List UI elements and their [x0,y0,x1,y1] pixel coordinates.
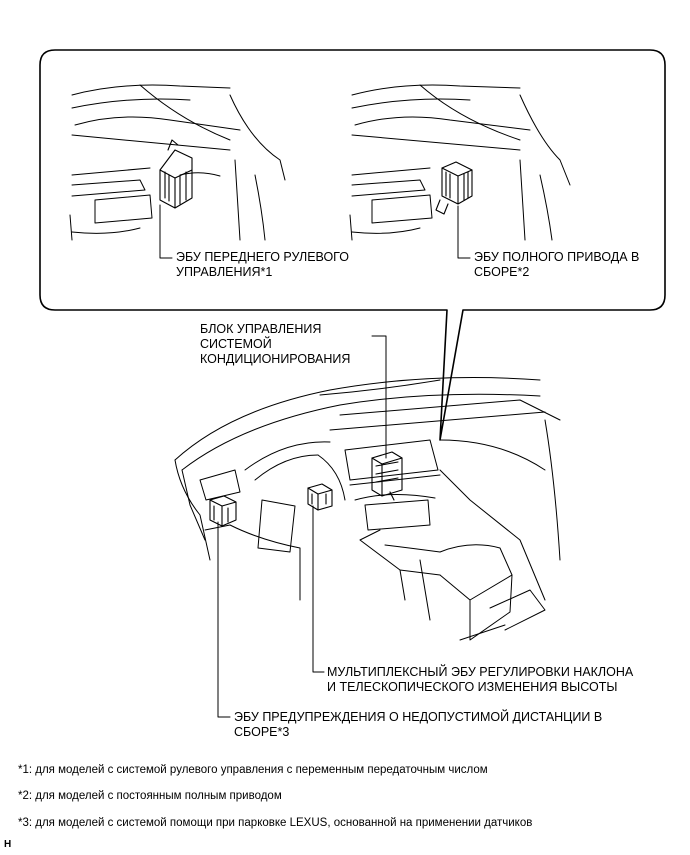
label-front-steering-ecu: ЭБУ ПЕРЕДНЕГО РУЛЕВОГО УПРАВЛЕНИЯ*1 [176,250,349,279]
label-awd-ecu: ЭБУ ПОЛНОГО ПРИВОДА В СБОРЕ*2 [474,250,640,279]
tilt-telescopic-ecu-leader [312,505,325,673]
callout-frame [39,49,666,441]
corner-mark: H [4,839,12,850]
clearance-warning-ecu-drawing [209,495,237,527]
main-dashboard [174,377,561,641]
front-steering-ecu-leader [159,204,173,259]
inset-left-dash [69,84,286,241]
label-clearance-warning-ecu: ЭБУ ПРЕДУПРЕЖДЕНИЯ О НЕДОПУСТИМОЙ ДИСТАН… [234,710,603,739]
awd-ecu-drawing [435,161,473,215]
ac-control-leader [371,335,387,459]
clearance-warning-ecu-leader [217,521,231,718]
footnote-2: *2: для моделей с постоянным полным прив… [18,790,282,802]
ac-control-unit-drawing [371,451,403,501]
label-tilt-telescopic-ecu: МУЛЬТИПЛЕКСНЫЙ ЭБУ РЕГУЛИРОВКИ НАКЛОНА И… [327,665,634,694]
footnote-1: *1: для моделей с системой рулевого упра… [18,764,488,776]
tilt-telescopic-ecu-drawing [307,483,333,511]
awd-ecu-leader [457,205,471,259]
front-steering-ecu-drawing [159,139,193,209]
footnote-3: *3: для моделей с системой помощи при па… [18,817,533,829]
label-ac-control-unit: БЛОК УПРАВЛЕНИЯ СИСТЕМОЙ КОНДИЦИОНИРОВАН… [200,322,351,366]
inset-right-dash [349,84,571,241]
